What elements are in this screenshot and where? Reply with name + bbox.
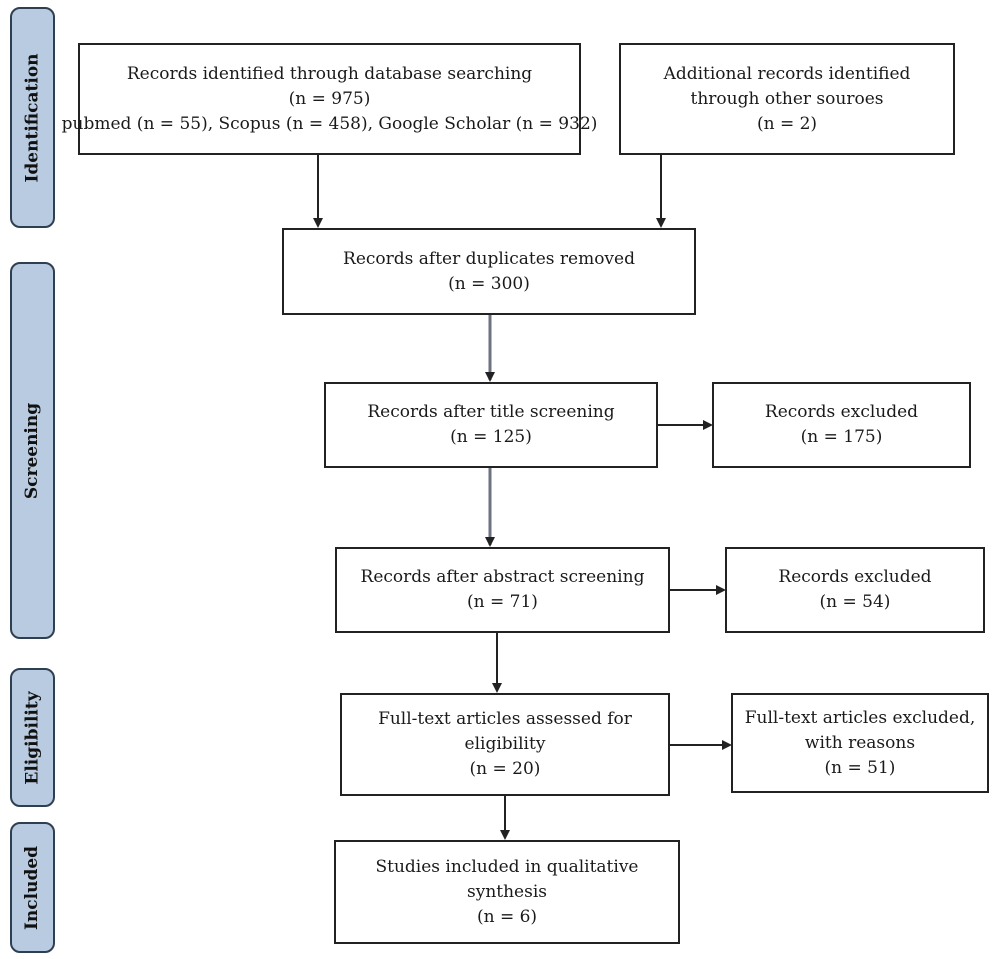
phase-eligibility: Eligibility	[10, 668, 55, 807]
title-screening-text: Records after title screening	[367, 402, 615, 422]
fulltext-assessed-text: Full-text articles assessed for	[378, 709, 632, 729]
other-sources-count: (n = 2)	[756, 113, 818, 134]
included-studies-text: Studies included in qualitative	[375, 856, 639, 877]
box-title-excluded: Records excluded (n = 175)	[712, 382, 971, 468]
box-duplicates-removed: Records after duplicates removed (n = 30…	[282, 228, 696, 315]
included-studies-count: (n = 6)	[476, 906, 538, 927]
database-search-text: Records identified through database sear…	[126, 63, 533, 84]
database-search-count: (n = 975)	[288, 88, 371, 109]
other-sources-text-2: through other souroes	[690, 88, 884, 109]
abstract-excluded-text: Records excluded	[778, 567, 932, 587]
other-sources-text: Additional records identified	[663, 63, 911, 84]
abstract-screening-text: Records after abstract screening	[360, 567, 645, 587]
phase-identification: Identification	[10, 7, 55, 228]
box-abstract-screening: Records after abstract screening (n = 71…	[335, 547, 670, 633]
abstract-excluded-count: (n = 54)	[819, 592, 891, 612]
title-excluded-count: (n = 175)	[800, 427, 883, 447]
fulltext-assessed-count: (n = 20)	[469, 759, 541, 779]
title-excluded-text: Records excluded	[764, 402, 919, 422]
fulltext-excluded-text-2: with reasons	[804, 732, 916, 753]
box-database-search: Records identified through database sear…	[62, 43, 597, 155]
box-included-studies: Studies included in qualitative synthesi…	[334, 840, 680, 944]
phase-screening: Screening	[10, 262, 55, 639]
fulltext-excluded-text: Full-text articles excluded,	[744, 707, 976, 728]
duplicates-removed-text: Records after duplicates removed	[343, 248, 635, 269]
fulltext-assessed-text-2: eligibility	[464, 734, 546, 754]
abstract-screening-count: (n = 71)	[467, 592, 538, 612]
phase-included: Included	[10, 822, 55, 953]
box-fulltext-assessed: Full-text articles assessed for eligibil…	[340, 693, 670, 796]
duplicates-removed-count: (n = 300)	[448, 273, 530, 294]
title-screening-count: (n = 125)	[450, 427, 532, 447]
box-title-screening: Records after title screening (n = 125)	[324, 382, 658, 468]
box-fulltext-excluded: Full-text articles excluded, with reason…	[731, 693, 989, 793]
included-studies-text-2: synthesis	[466, 881, 547, 902]
box-other-sources: Additional records identified through ot…	[619, 43, 955, 155]
database-search-breakdown: pubmed (n = 55), Scopus (n = 458), Googl…	[61, 113, 598, 134]
box-abstract-excluded: Records excluded (n = 54)	[725, 547, 985, 633]
fulltext-excluded-count: (n = 51)	[824, 757, 896, 778]
